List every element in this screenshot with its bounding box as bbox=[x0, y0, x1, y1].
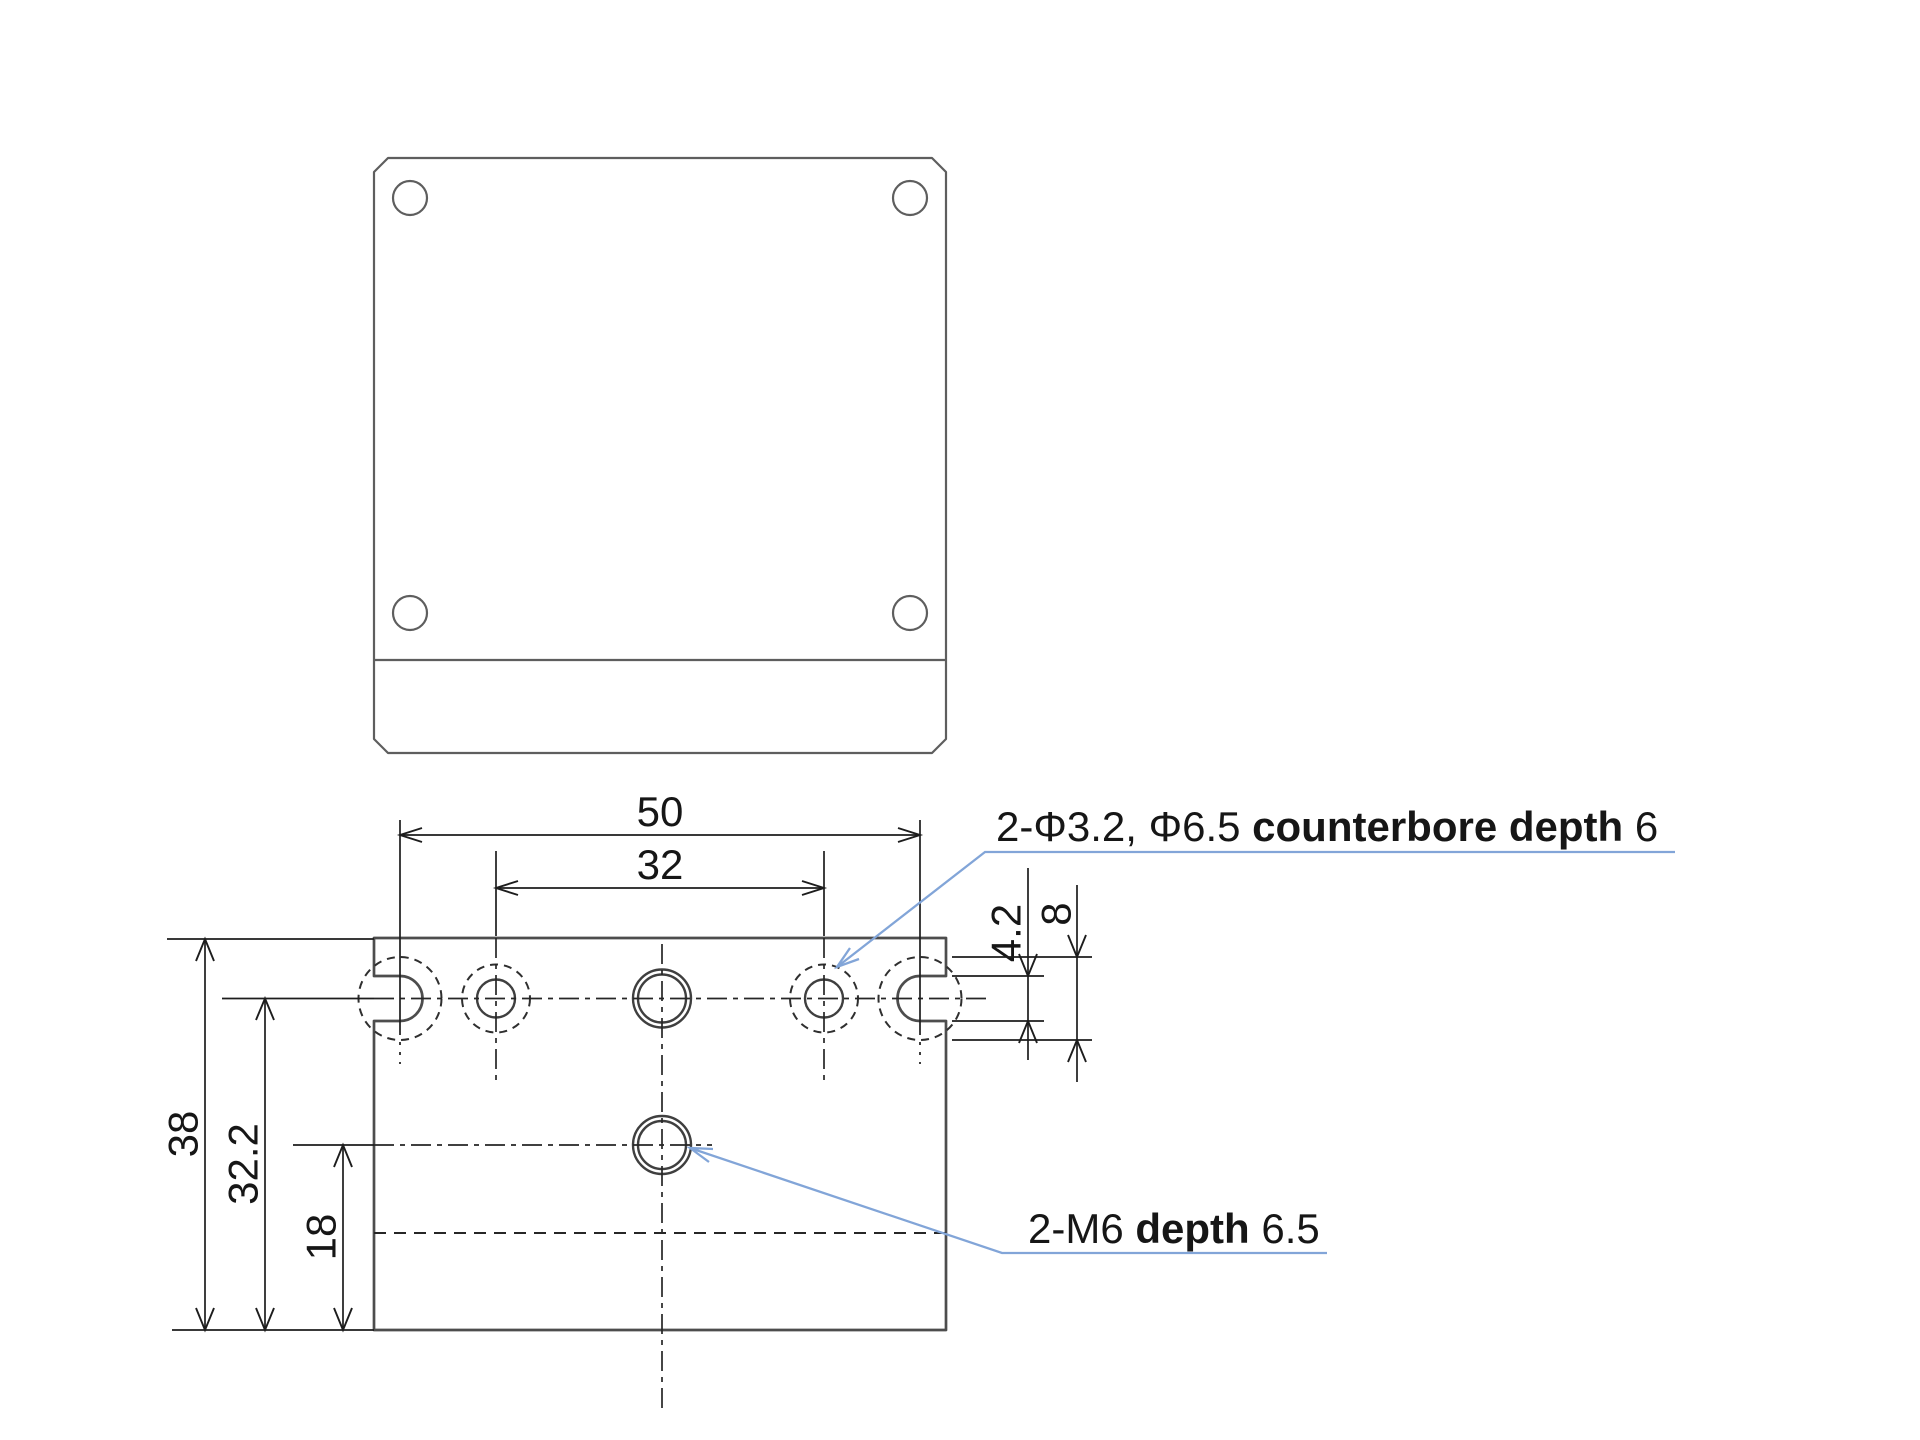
tap-leader-line bbox=[689, 1146, 1327, 1255]
dim-4-2-arrow-bottom bbox=[1018, 1018, 1038, 1044]
dim-32-arrow-right bbox=[801, 880, 828, 896]
counterbore-text-lead: 2-Φ3.2, Φ6.5 bbox=[996, 803, 1252, 850]
top-view-hole-bottom-left bbox=[391, 594, 429, 632]
dimension-8: 8 bbox=[952, 885, 1092, 1082]
tap-text-tail: 6.5 bbox=[1250, 1205, 1320, 1252]
dim-50-arrow-left bbox=[396, 827, 423, 843]
dim-32-2-arrow-bottom bbox=[255, 1307, 275, 1333]
counterbore-text-bold: counterbore depth bbox=[1252, 803, 1623, 850]
top-view-hole-bottom-right bbox=[891, 594, 929, 632]
dimension-4-2: 4.2 bbox=[952, 868, 1044, 1060]
dim-18-arrow-bottom bbox=[333, 1307, 353, 1333]
tap-leader-arrowhead bbox=[686, 1146, 714, 1163]
dim-50-arrow-right bbox=[897, 827, 924, 843]
counterbore-leader-line bbox=[836, 850, 1675, 968]
dim-38-arrow-bottom bbox=[195, 1307, 215, 1333]
counterbore-leader-arrowhead bbox=[834, 947, 860, 970]
dim-32-2-arrow-top bbox=[255, 996, 275, 1021]
tap-annotation-text: 2-M6 depth 6.5 bbox=[1028, 1205, 1320, 1252]
dim-18-arrow-top bbox=[333, 1142, 353, 1168]
dim-8-label: 8 bbox=[1033, 902, 1080, 925]
top-view bbox=[372, 156, 948, 755]
tap-text-bold: depth bbox=[1135, 1205, 1249, 1252]
dimension-38: 38 bbox=[160, 936, 374, 1333]
top-view-hole-top-left bbox=[391, 179, 429, 217]
dim-32-2-label: 32.2 bbox=[220, 1123, 267, 1205]
top-view-outline bbox=[372, 156, 948, 755]
dimension-50: 50 bbox=[396, 788, 924, 1064]
dim-4-2-arrow-top bbox=[1018, 953, 1038, 979]
dim-38-arrow-top bbox=[195, 936, 215, 962]
dim-32-label: 32 bbox=[637, 841, 684, 888]
dim-18-label: 18 bbox=[298, 1214, 345, 1261]
dim-38-label: 38 bbox=[160, 1111, 207, 1158]
dim-50-label: 50 bbox=[637, 788, 684, 835]
top-view-hole-top-right bbox=[891, 179, 929, 217]
dim-8-arrow-top bbox=[1067, 934, 1087, 960]
tap-text-lead: 2-M6 bbox=[1028, 1205, 1135, 1252]
dimension-32: 32 bbox=[492, 841, 828, 936]
dim-32-arrow-left bbox=[492, 880, 519, 896]
counterbore-text-tail: 6 bbox=[1623, 803, 1658, 850]
dimension-32-2: 32.2 bbox=[220, 996, 374, 1333]
dim-8-arrow-bottom bbox=[1067, 1037, 1087, 1063]
front-view-outline bbox=[372, 936, 948, 1332]
annotation-tap: 2-M6 depth 6.5 bbox=[686, 1146, 1327, 1255]
right-slot-counterbore-circle bbox=[877, 956, 963, 1041]
front-view bbox=[357, 936, 988, 1414]
annotation-counterbore: 2-Φ3.2, Φ6.5 counterbore depth 6 bbox=[834, 803, 1675, 970]
dimension-18: 18 bbox=[293, 1142, 374, 1333]
dim-4-2-label: 4.2 bbox=[983, 904, 1030, 962]
counterbore-annotation-text: 2-Φ3.2, Φ6.5 counterbore depth 6 bbox=[996, 803, 1658, 850]
